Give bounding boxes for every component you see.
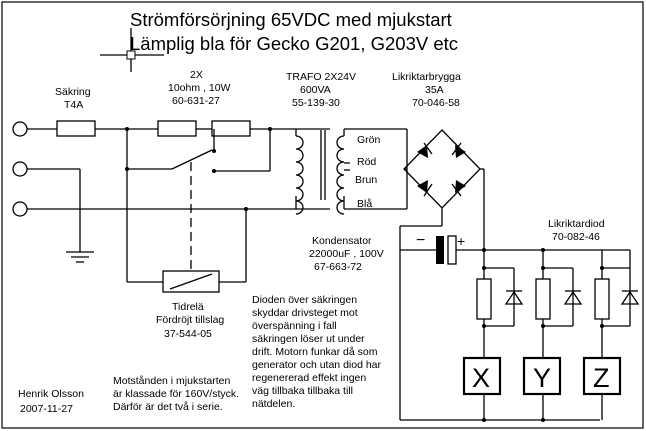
diode-note-line: Dioden över säkringen — [252, 294, 357, 306]
output-channel-x — [462, 250, 524, 420]
output-channel-z — [582, 250, 640, 420]
resistor-note: Motstånden i mjukstarten är klassade för… — [113, 375, 239, 413]
diode-note-line: regenererad effekt ingen — [252, 372, 366, 384]
ground-symbol — [27, 168, 94, 263]
transformer-part: 55-139-30 — [292, 97, 340, 109]
crosshair-marker — [100, 28, 164, 72]
resistor-value: 10ohm , 10W — [168, 82, 231, 94]
output-channel-y — [522, 250, 583, 420]
bridge-rating: 35A — [425, 84, 444, 96]
transformer-name: TRAFO 2X24V — [286, 71, 356, 83]
fuse-name: Säkring — [55, 86, 91, 98]
fuse-symbol — [56, 120, 96, 137]
diode-note-line: överspänning i fall — [252, 320, 337, 332]
bridge-name: Likriktarbrygga — [392, 71, 461, 83]
diode-part: 70-082-46 — [552, 231, 600, 243]
diode-note-line: säkringen löser ut under — [252, 333, 365, 345]
transformer-symbol — [295, 128, 407, 215]
output-label-x: X — [472, 363, 490, 393]
fuse-rating: T4A — [64, 99, 83, 111]
resistor-note-line: är klassade för 160V/styck. — [113, 388, 239, 400]
wire-brown: Brun — [355, 174, 377, 186]
resistor-count: 2X — [190, 69, 203, 81]
diode-note-line: skyddar drivsteget mot — [252, 307, 358, 319]
capacitor-value: 22000uF , 100V — [309, 248, 384, 260]
relay-name: Tidrelä — [172, 301, 204, 313]
title-line2: Lämplig bla för Gecko G201, G203V etc — [130, 33, 458, 54]
wire-green: Grön — [357, 134, 381, 146]
relay-coil — [126, 169, 247, 293]
resistor-note-line: Därför är det två i serie. — [113, 401, 223, 413]
input-terminals — [12, 121, 28, 217]
author-name: Henrik Olsson — [18, 388, 84, 400]
resistor-2 — [211, 120, 251, 137]
wire-blue: Blå — [357, 198, 372, 210]
resistor-1 — [157, 120, 197, 137]
diode-note-line: generator och utan diod har — [252, 359, 382, 371]
capacitor-name: Kondensator — [312, 235, 372, 247]
output-label-z: Z — [593, 363, 610, 393]
diode-note-line: väg tillbaka tillbaka till — [252, 385, 353, 397]
capacitor-part: 67-663-72 — [314, 261, 362, 273]
transformer-rating: 600VA — [300, 84, 331, 96]
capacitor-plus: + — [457, 233, 465, 249]
capacitor-minus: − — [416, 232, 425, 249]
output-label-y: Y — [533, 363, 551, 393]
relay-type: Fördröjt tillslag — [156, 314, 224, 326]
wire-red: Röd — [357, 156, 376, 168]
bridge-part: 70-046-58 — [412, 97, 460, 109]
bridge-rectifier — [403, 129, 484, 209]
diode-name: Likriktardiod — [548, 218, 605, 230]
diode-note-line: nätdelen. — [252, 398, 295, 410]
resistor-part: 60-631-27 — [172, 95, 220, 107]
diode-note-line: drift. Motorn funkar då som — [252, 346, 378, 358]
relay-contact — [126, 129, 271, 173]
author-date: 2007-11-27 — [20, 403, 73, 415]
relay-part: 37-544-05 — [164, 328, 212, 340]
title-line1: Strömförsörjning 65VDC med mjukstart — [130, 9, 452, 30]
diode-note: Dioden över säkringen skyddar drivsteget… — [252, 294, 382, 410]
resistor-note-line: Motstånden i mjukstarten — [113, 375, 230, 387]
